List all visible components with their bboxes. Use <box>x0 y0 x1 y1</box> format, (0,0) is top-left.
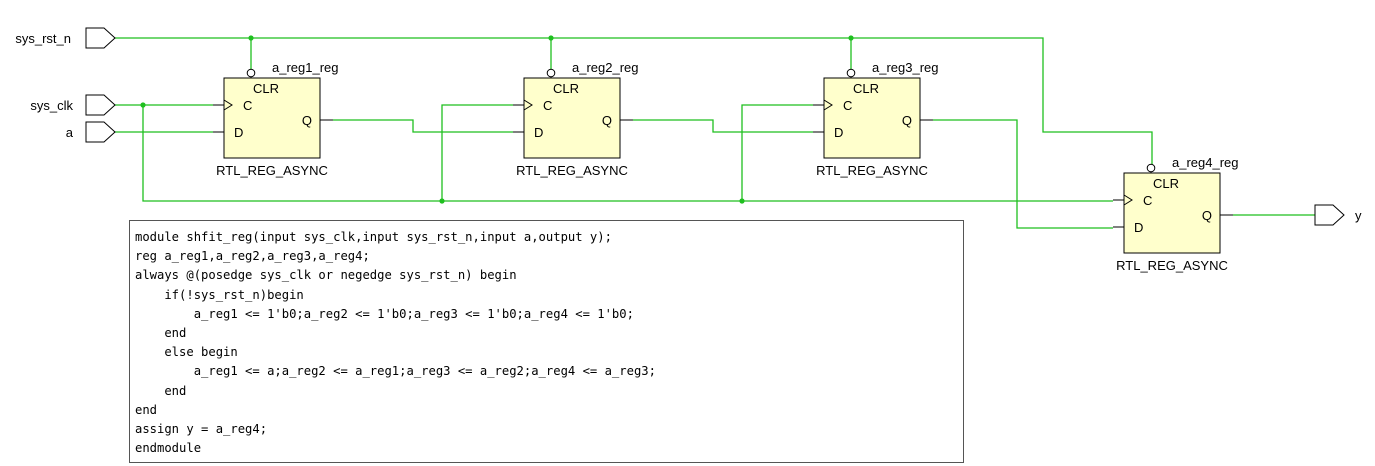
register-body <box>223 77 321 159</box>
net-sys-rst-n <box>115 37 1153 168</box>
clr-pin-label: CLR <box>853 81 879 96</box>
clr-pin-label: CLR <box>253 81 279 96</box>
clock-edge-icon <box>523 99 533 111</box>
q-pin-label: Q <box>902 113 912 128</box>
register-type: RTL_REG_ASYNC <box>516 163 628 178</box>
c-pin-label: C <box>543 98 552 113</box>
net-a-reg3 <box>933 119 1113 229</box>
code-line: reg a_reg1,a_reg2,a_reg3,a_reg4; <box>135 249 370 264</box>
junction-dot <box>548 35 554 41</box>
register-body <box>523 77 621 159</box>
code-line: else begin <box>135 345 238 360</box>
port-label: sys_rst_n <box>15 31 71 46</box>
clr-inversion-bubble <box>546 68 556 78</box>
port-label: sys_clk <box>30 98 73 113</box>
register-name: a_reg2_reg <box>572 60 639 75</box>
code-line: if(!sys_rst_n)begin <box>135 287 304 302</box>
verilog-code-box: module shfit_reg(input sys_clk,input sys… <box>129 220 964 463</box>
clr-inversion-bubble <box>246 68 256 78</box>
junction-dot <box>439 198 445 204</box>
register-name: a_reg3_reg <box>872 60 939 75</box>
code-line: assign y = a_reg4; <box>135 422 268 437</box>
net-a-reg1 <box>333 119 513 133</box>
q-pin-label: Q <box>1202 208 1212 223</box>
junction-dot <box>739 198 745 204</box>
d-pin-label: D <box>234 125 243 140</box>
register-name: a_reg1_reg <box>272 60 339 75</box>
register-cells: a_reg1_regCLRCDQRTL_REG_ASYNCa_reg2_regC… <box>213 60 1239 273</box>
d-pin-label: D <box>1134 220 1143 235</box>
port-label: a <box>66 125 74 140</box>
d-pin-label: D <box>834 125 843 140</box>
register-type: RTL_REG_ASYNC <box>816 163 928 178</box>
q-pin-label: Q <box>602 113 612 128</box>
port-label: y <box>1355 208 1362 223</box>
code-line: end <box>135 326 187 341</box>
junction-dot <box>848 35 854 41</box>
input-port-a[interactable]: a <box>66 121 116 143</box>
register-name: a_reg4_reg <box>1172 155 1239 170</box>
clr-pin-label: CLR <box>1153 176 1179 191</box>
code-line: a_reg1 <= 1'b0;a_reg2 <= 1'b0;a_reg3 <= … <box>135 306 634 321</box>
c-pin-label: C <box>843 98 852 113</box>
c-pin-label: C <box>1143 193 1152 208</box>
code-line: a_reg1 <= a;a_reg2 <= a_reg1;a_reg3 <= a… <box>135 364 656 379</box>
net-sys-clk <box>115 104 1113 202</box>
code-lines: module shfit_reg(input sys_clk,input sys… <box>135 228 958 458</box>
input-port-sys-clk[interactable]: sys_clk <box>30 94 116 116</box>
code-line: endmodule <box>135 441 202 456</box>
register-body <box>823 77 921 159</box>
clock-edge-icon <box>1123 194 1133 206</box>
register-body <box>1123 172 1221 254</box>
input-port-sys-rst-n[interactable]: sys_rst_n <box>15 27 116 49</box>
clock-edge-icon <box>223 99 233 111</box>
c-pin-label: C <box>243 98 252 113</box>
clr-inversion-bubble <box>1146 163 1156 173</box>
clr-pin-label: CLR <box>553 81 579 96</box>
clock-edge-icon <box>823 99 833 111</box>
code-line: end <box>135 402 158 417</box>
junction-dot <box>140 102 146 108</box>
junction-dot <box>248 35 254 41</box>
code-line: module shfit_reg(input sys_clk,input sys… <box>135 230 612 244</box>
register-type: RTL_REG_ASYNC <box>216 163 328 178</box>
code-line: always @(posedge sys_clk or negedge sys_… <box>135 268 517 283</box>
output-port-y[interactable]: y <box>1314 204 1362 226</box>
code-line: end <box>135 383 187 398</box>
d-pin-label: D <box>534 125 543 140</box>
q-pin-label: Q <box>302 113 312 128</box>
register-type: RTL_REG_ASYNC <box>1116 258 1228 273</box>
net-a-reg2 <box>633 119 813 133</box>
clr-inversion-bubble <box>846 68 856 78</box>
